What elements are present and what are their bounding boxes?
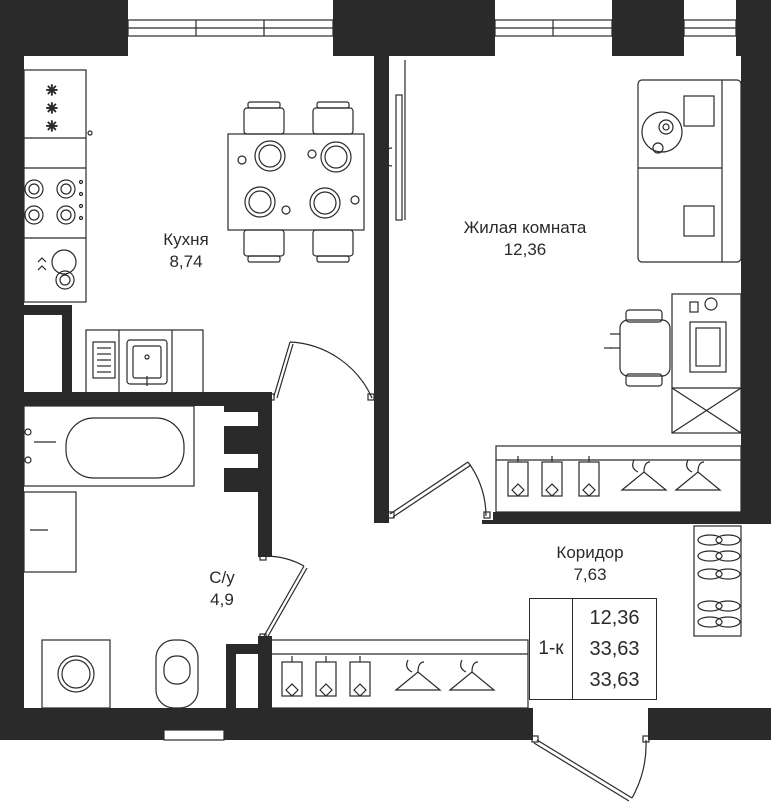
shoe-rack — [693, 525, 742, 637]
closet-living — [495, 445, 742, 513]
wardrobe-door-track — [382, 60, 406, 221]
room-label-kitchen: Кухня 8,74 — [146, 229, 226, 273]
window-icon — [127, 19, 737, 37]
washing-machine-icon — [41, 639, 111, 709]
dishrack-icon — [92, 341, 116, 379]
room-label-living: Жилая комната 12,36 — [440, 217, 610, 261]
total-area: 33,63 — [589, 638, 640, 660]
chair-icon — [243, 101, 354, 263]
area-list: 12,36 33,63 33,63 — [573, 603, 656, 696]
bathtub-icon — [23, 405, 195, 487]
room-label-bathroom: С/у 4,9 — [190, 567, 254, 611]
sink-icon — [126, 339, 168, 386]
room-name: Коридор — [556, 543, 624, 562]
office-chair-icon — [604, 309, 671, 387]
closet-corridor — [267, 639, 529, 709]
window-icon — [163, 729, 225, 741]
kitchen-sink-counter — [85, 329, 204, 395]
hanger-icon — [621, 459, 721, 491]
shirt-icon — [281, 655, 371, 697]
room-area: 4,9 — [210, 590, 234, 609]
plate-icon — [237, 140, 360, 219]
shirt-icon — [507, 455, 600, 497]
room-area: 12,36 — [503, 240, 547, 259]
kitchen-counter — [23, 69, 93, 303]
room-name: Кухня — [163, 230, 209, 249]
toilet-icon — [155, 639, 199, 709]
svg-text:✳: ✳ — [46, 83, 58, 99]
shoes-icon — [697, 534, 741, 628]
svg-text:✳: ✳ — [46, 101, 58, 117]
room-name: С/у — [209, 568, 235, 587]
room-label-corridor: Коридор 7,63 — [530, 542, 650, 586]
apartment-type: 1-к — [530, 599, 573, 699]
washbasin-icon — [19, 491, 77, 573]
room-name: Жилая комната — [463, 218, 587, 237]
apartment-summary: 1-к 12,36 33,63 33,63 — [529, 598, 657, 700]
hanger-icon — [395, 659, 495, 691]
kettle-icon — [37, 249, 77, 290]
desk-icon — [671, 293, 742, 434]
room-area: 8,74 — [169, 252, 203, 271]
sofa-icon — [637, 79, 742, 263]
svg-text:✳: ✳ — [46, 119, 58, 135]
door-icon — [259, 341, 650, 802]
hood-icon: ✳ ✳ ✳ — [45, 82, 58, 135]
room-area: 7,63 — [573, 565, 607, 584]
walls — [0, 0, 771, 740]
total-area-2: 33,63 — [589, 669, 640, 691]
dining-table-icon — [227, 133, 365, 231]
stove-icon — [24, 179, 84, 225]
living-area: 12,36 — [589, 607, 640, 629]
